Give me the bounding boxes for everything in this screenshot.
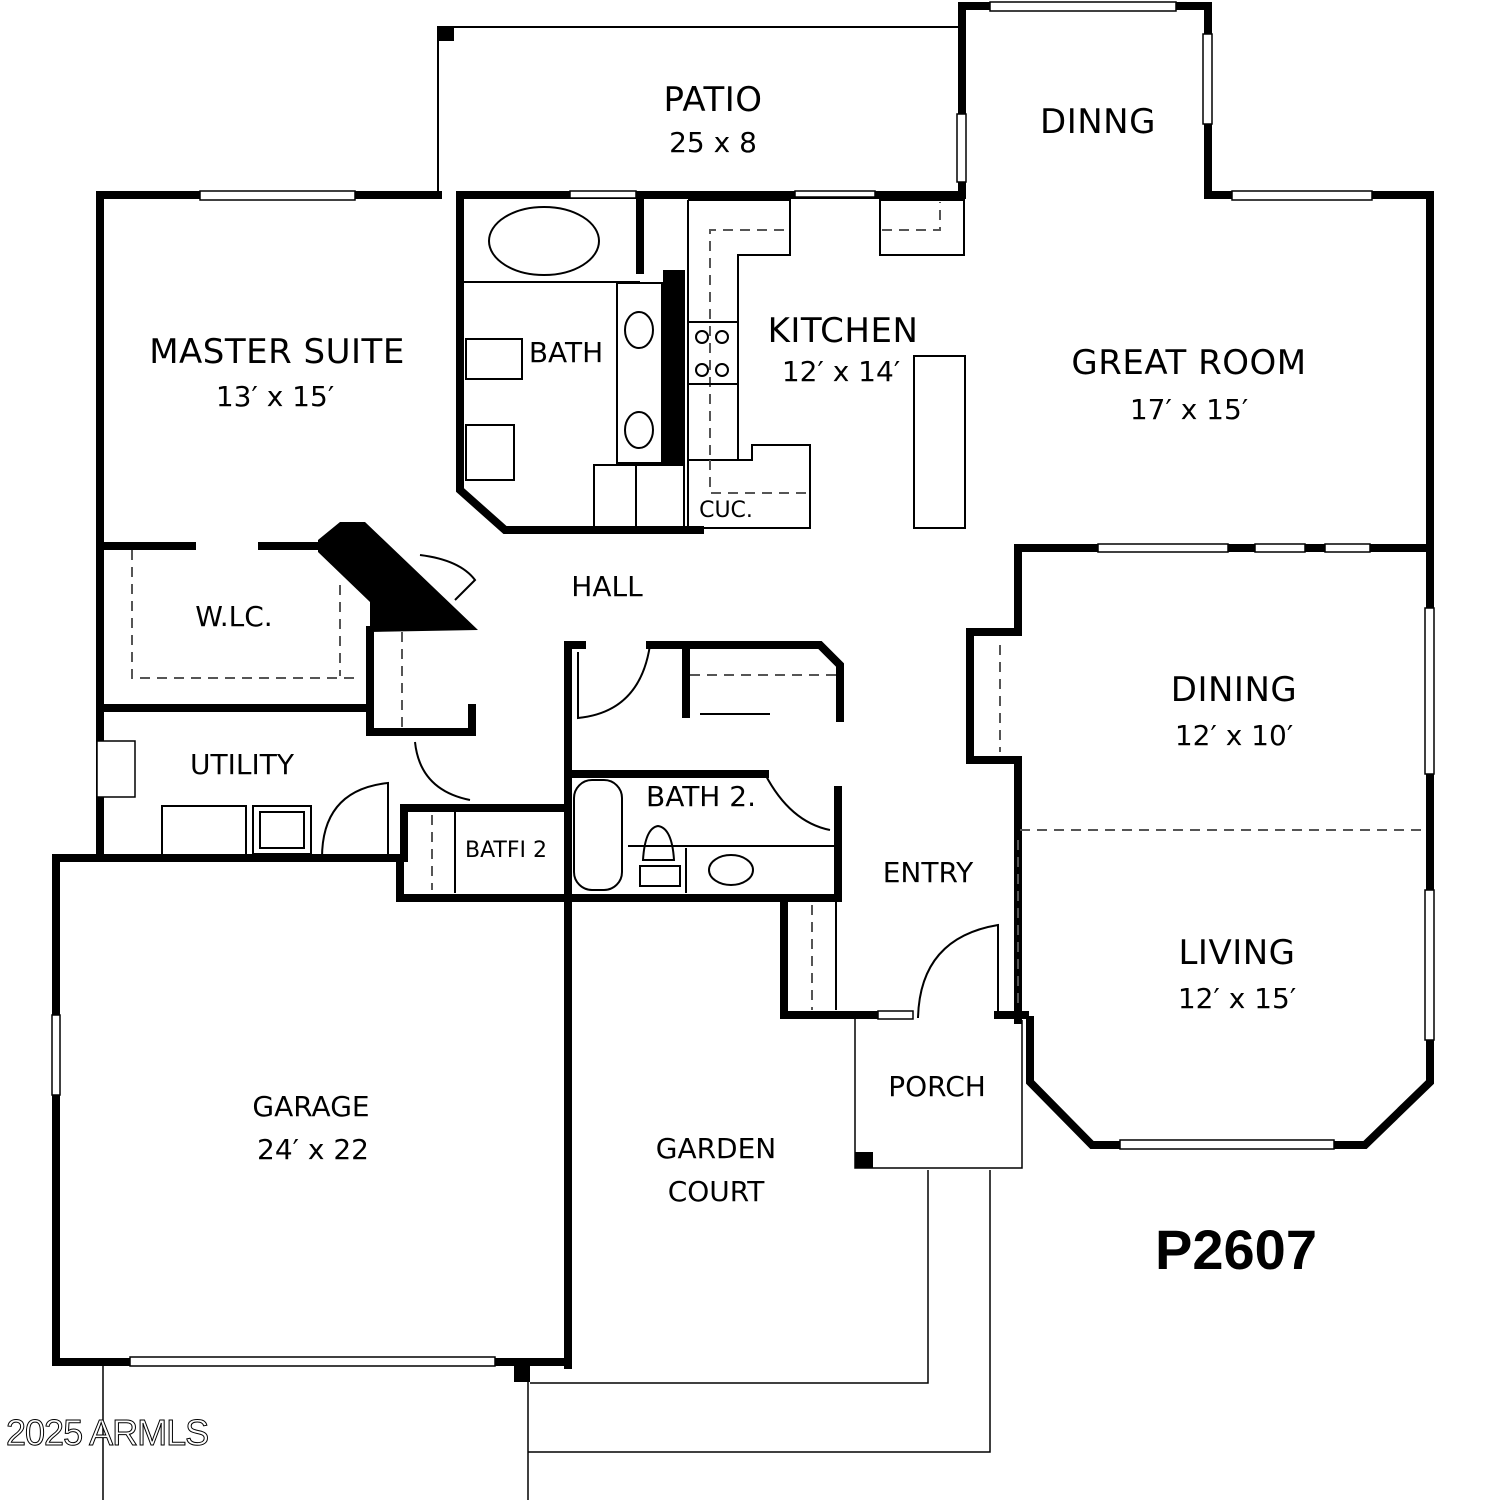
- porch-label: PORCH: [888, 1070, 986, 1103]
- patio-outline: [437, 26, 960, 192]
- closet-utility-walls: [96, 522, 478, 859]
- garden-court-label: GARDEN: [655, 1132, 777, 1165]
- dining-top-label: DINNG: [1040, 102, 1156, 142]
- dining-label: DINING: [1170, 670, 1298, 710]
- master-bath-walls: [456, 191, 704, 534]
- master-suite-dimensions: 13′ x 15′: [215, 380, 335, 413]
- patio-label: PATIO: [663, 80, 763, 120]
- bath2-small-label: BATFI 2: [464, 838, 548, 863]
- bath2-walls: [52, 641, 842, 1369]
- entry-label: ENTRY: [882, 856, 974, 889]
- living-dimensions: 12′ x 15′: [1177, 982, 1297, 1015]
- wlc-label: W.LC.: [195, 600, 273, 633]
- living-label: LIVING: [1178, 933, 1296, 973]
- utility-label: UTILITY: [190, 748, 294, 781]
- plan-id: P2607: [1155, 1218, 1317, 1281]
- hall-label: HALL: [571, 570, 643, 603]
- kitchen-fixtures: [687, 199, 966, 529]
- bath2-label: BATH 2.: [646, 780, 756, 813]
- dining-living-walls: [966, 543, 1435, 1150]
- kitchen-dimensions: 12′ x 14′: [781, 355, 901, 388]
- garage-dimensions: 24′ x 22: [257, 1133, 369, 1166]
- garden-court-label-line2: COURT: [667, 1175, 765, 1208]
- great-room-dimensions: 17′ x 15′: [1129, 393, 1249, 426]
- kitchen-label: KITCHEN: [767, 311, 919, 351]
- great-room-label: GREAT ROOM: [1071, 343, 1307, 383]
- cuc-label: CUC.: [699, 498, 753, 523]
- garage-walls: [51, 854, 572, 1382]
- master-suite-label: MASTER SUITE: [149, 332, 405, 372]
- garage-label: GARAGE: [252, 1090, 370, 1123]
- site-lines: [102, 1170, 991, 1500]
- dining-dimensions: 12′ x 10′: [1174, 719, 1294, 752]
- hall-closets: [564, 641, 844, 722]
- entry-porch: [780, 894, 1029, 1169]
- dining-bumpout-walls: [956, 1, 1434, 552]
- master-bath-label: BATH: [528, 336, 604, 369]
- watermark: 2025 ARMLS: [5, 1412, 209, 1454]
- exterior-walls: [96, 190, 966, 862]
- patio-dimensions: 25 x 8: [669, 126, 757, 159]
